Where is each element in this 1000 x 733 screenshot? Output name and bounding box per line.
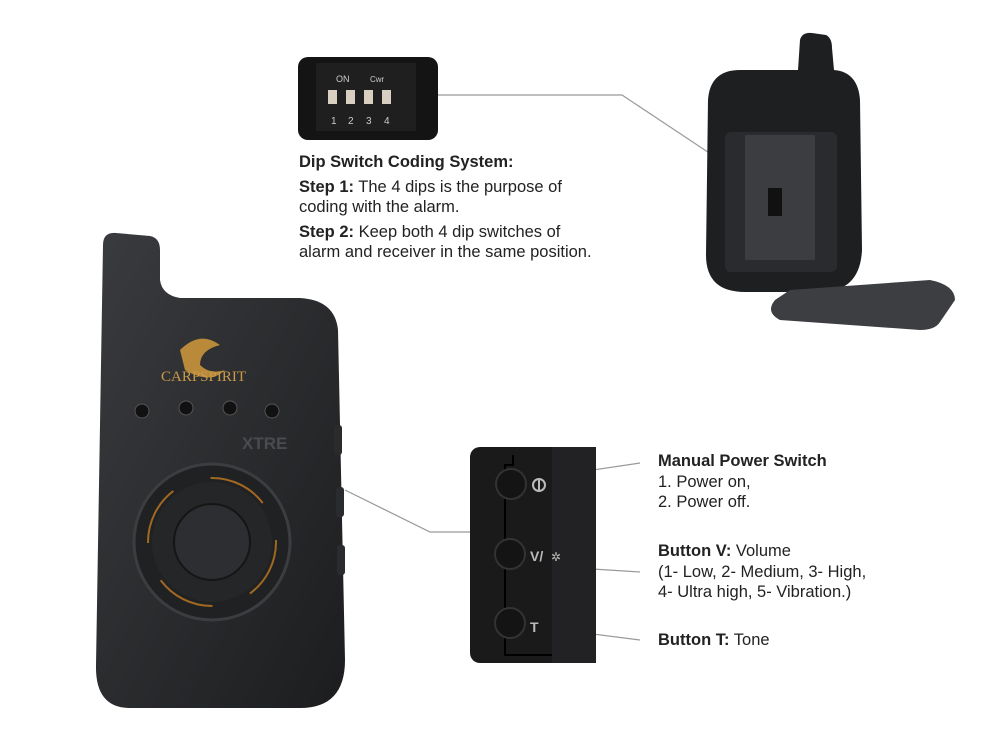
dip-number-2: 2 <box>348 116 354 127</box>
buttons-inset: V/ ✲ T <box>470 447 596 663</box>
led-indicators <box>134 400 280 419</box>
receiver-device: CARPSPIRIT XTRE <box>95 232 345 708</box>
tone-label: T <box>530 619 539 635</box>
button-v-line-2: 4- Ultra high, 5- Vibration.) <box>658 583 852 601</box>
step1-text-2: coding with the alarm. <box>299 198 460 216</box>
step1-label: Step 1: <box>299 177 355 196</box>
volume-label: V/ <box>530 548 543 564</box>
button-v-line-1: (1- Low, 2- Medium, 3- High, <box>658 562 867 581</box>
button-t-label: Button T: <box>658 631 730 649</box>
brand-logo-icon <box>180 338 225 378</box>
power-line-1: 1. Power on, <box>658 472 751 491</box>
dip-description: Dip Switch Coding System: Step 1: The 4 … <box>299 152 592 263</box>
dip-number-1: 1 <box>331 116 337 127</box>
power-button[interactable] <box>495 468 527 500</box>
step2-text-2: alarm and receiver in the same position. <box>299 243 592 261</box>
step1-text: The 4 dips is the purpose of <box>354 177 562 196</box>
button-v-label: Button V: <box>658 542 732 560</box>
power-title: Manual Power Switch <box>658 452 827 470</box>
volume-button[interactable] <box>494 538 526 570</box>
tone-button[interactable] <box>494 607 526 639</box>
button-t-description: Button T: Tone <box>658 630 770 651</box>
button-v-text: Volume <box>731 542 791 560</box>
button-v-description: Button V: Volume (1- Low, 2- Medium, 3- … <box>658 541 866 603</box>
step2-label: Step 2: <box>299 222 355 241</box>
brand-text: CARPSPIRIT <box>161 369 246 385</box>
vibration-icon: ✲ <box>551 550 561 564</box>
power-line-2: 2. Power off. <box>658 493 751 511</box>
dip-number-3: 3 <box>366 116 372 127</box>
step2-text: Keep both 4 dip switches of <box>354 222 561 241</box>
power-description: Manual Power Switch 1. Power on, 2. Powe… <box>658 451 827 513</box>
dip-switch-inset: ON Cwr 1 2 3 4 <box>298 57 438 140</box>
button-t-text: Tone <box>729 631 770 649</box>
model-text: XTRE <box>242 434 287 453</box>
on-label: ON <box>336 74 350 84</box>
device-back-view <box>706 32 955 330</box>
power-icon <box>532 478 546 492</box>
brand-mark: Cwr <box>370 75 385 84</box>
dip-number-4: 4 <box>384 116 390 127</box>
dip-title: Dip Switch Coding System: <box>299 153 514 171</box>
